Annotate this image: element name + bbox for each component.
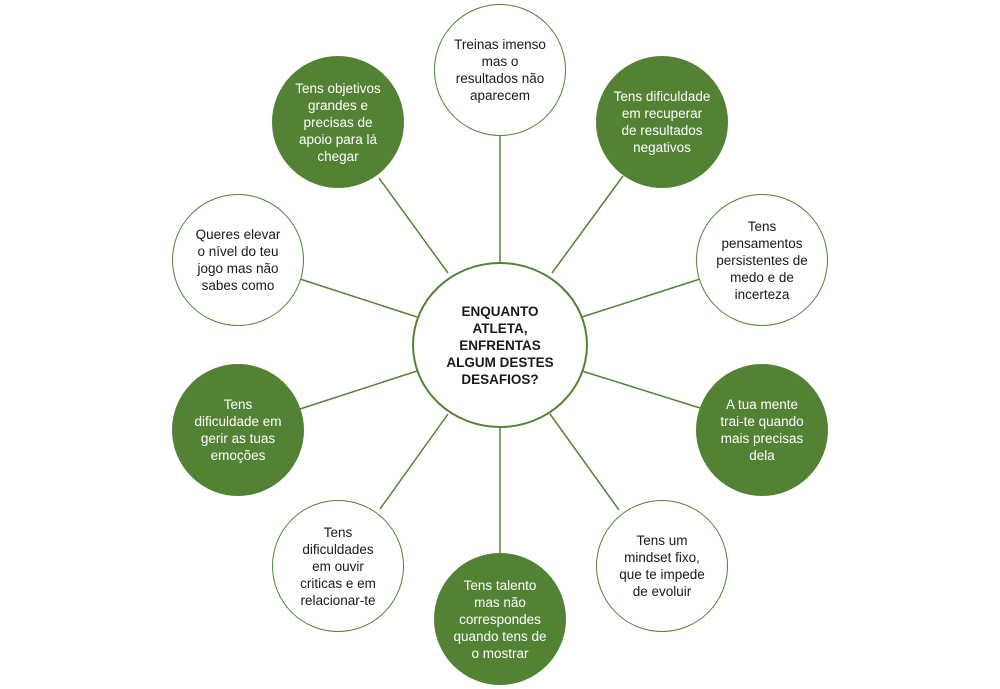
challenge-node-8: Tens dificuldade em gerir as tuas emoçõe… — [172, 364, 304, 496]
connector-line-right-upper — [581, 278, 701, 318]
challenge-node-2: Tens dificuldade em recuperar de resulta… — [596, 56, 728, 188]
challenge-node-5: Tens um mindset fixo, que te impede de e… — [596, 500, 728, 632]
challenge-text-7: Tens dificuldades em ouvir criticas e em… — [300, 524, 376, 608]
connector-line-top-right — [551, 175, 624, 274]
challenge-node-1: Treinas imenso mas o resultados não apar… — [434, 4, 566, 136]
central-question-node: ENQUANTO ATLETA, ENFRENTAS ALGUM DESTES … — [412, 262, 588, 428]
challenge-text-10: Tens objetivos grandes e precisas de apo… — [295, 80, 381, 164]
challenge-text-9: Queres elevar o nível do teu jogo mas nã… — [195, 227, 281, 293]
challenge-text-8: Tens dificuldade em gerir as tuas emoçõe… — [194, 397, 282, 463]
connector-line-left-lower — [299, 370, 418, 410]
challenge-text-2: Tens dificuldade em recuperar de resulta… — [613, 89, 711, 155]
challenge-node-7: Tens dificuldades em ouvir criticas e em… — [272, 500, 404, 632]
central-question-text: ENQUANTO ATLETA, ENFRENTAS ALGUM DESTES … — [446, 303, 554, 387]
connector-line-left-upper — [299, 278, 418, 318]
challenge-node-3: Tens pensamentos persistentes de medo e … — [696, 194, 828, 326]
challenge-node-9: Queres elevar o nível do teu jogo mas nã… — [172, 194, 304, 326]
challenge-text-3: Tens pensamentos persistentes de medo e … — [716, 218, 808, 302]
challenge-node-4: A tua mente trai-te quando mais precisas… — [696, 364, 828, 496]
challenge-node-6: Tens talento mas não correspondes quando… — [434, 553, 566, 685]
challenge-node-10: Tens objetivos grandes e precisas de apo… — [272, 56, 404, 188]
challenge-text-5: Tens um mindset fixo, que te impede de e… — [619, 533, 705, 599]
connector-line-right-lower — [581, 370, 701, 409]
challenge-text-1: Treinas imenso mas o resultados não apar… — [454, 37, 546, 103]
connector-line-bottom-right — [549, 413, 620, 511]
connector-line-top-left — [378, 177, 449, 274]
challenge-text-6: Tens talento mas não correspondes quando… — [453, 577, 547, 661]
challenge-text-4: A tua mente trai-te quando mais precisas… — [720, 397, 804, 463]
connector-line-bottom-left — [379, 413, 449, 510]
